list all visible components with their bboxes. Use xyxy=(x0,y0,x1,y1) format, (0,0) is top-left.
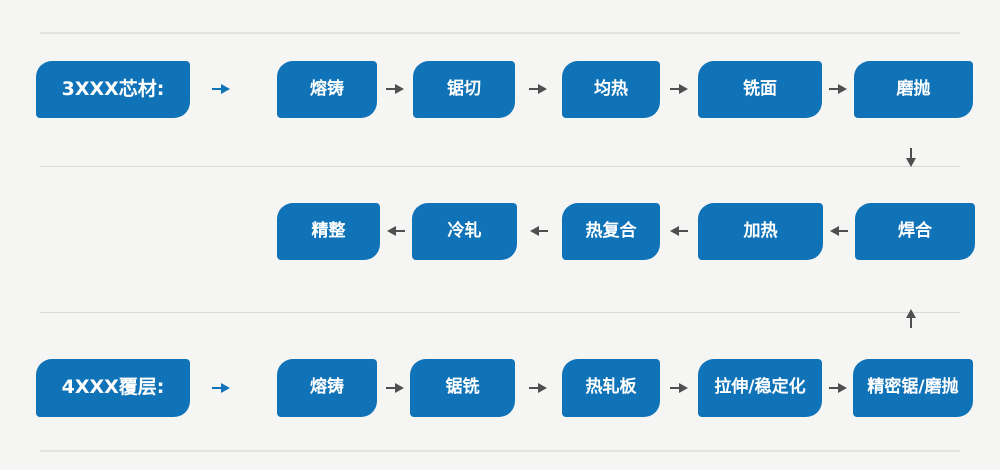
arrow-right-icon xyxy=(386,383,404,393)
arrow-right-icon xyxy=(529,383,547,393)
divider-row1-row2 xyxy=(40,166,960,167)
row3-step-melting-box: 熔铸 xyxy=(277,359,377,417)
divider-row2-row3 xyxy=(40,312,960,313)
arrow-right-icon xyxy=(670,84,688,94)
row1-step-sawing-box: 锯切 xyxy=(413,61,515,118)
arrow-right-blue-icon xyxy=(212,84,230,94)
row1-step-melting-box: 熔铸 xyxy=(277,61,377,118)
row3-step-hot-rolled-plate-box: 热轧板 xyxy=(562,359,660,417)
arrow-right-icon xyxy=(529,84,547,94)
row1-step-polishing-box: 磨抛 xyxy=(854,61,973,118)
arrow-down-icon xyxy=(906,148,916,167)
row3-step-precision-saw-polish-box: 精密锯/磨抛 xyxy=(853,359,973,417)
arrow-up-icon xyxy=(906,309,916,328)
arrow-right-blue-icon xyxy=(212,383,230,393)
row2-step-heating-box: 加热 xyxy=(698,203,823,260)
arrow-right-icon xyxy=(670,383,688,393)
divider-bottom xyxy=(40,450,960,452)
row2-step-welding-box: 焊合 xyxy=(855,203,975,260)
arrow-left-icon xyxy=(670,226,688,236)
row2-step-cold-rolling-box: 冷轧 xyxy=(412,203,517,260)
row2-step-finishing-box: 精整 xyxy=(277,203,380,260)
row1-step-milling-box: 铣面 xyxy=(698,61,822,118)
row3-label-box: 4XXX覆层: xyxy=(36,359,190,417)
row3-step-saw-milling-box: 锯铣 xyxy=(410,359,515,417)
arrow-right-icon xyxy=(386,84,404,94)
arrow-right-icon xyxy=(829,84,847,94)
divider-top xyxy=(40,32,960,34)
row1-label-box: 3XXX芯材: xyxy=(36,61,190,118)
row1-step-homogenizing-box: 均热 xyxy=(562,61,660,118)
arrow-left-icon xyxy=(387,226,405,236)
arrow-right-icon xyxy=(829,383,847,393)
row3-step-stretch-stabilize-box: 拉伸/稳定化 xyxy=(698,359,822,417)
arrow-left-icon xyxy=(530,226,548,236)
row2-step-hot-cladding-box: 热复合 xyxy=(562,203,660,260)
arrow-left-icon xyxy=(830,226,848,236)
